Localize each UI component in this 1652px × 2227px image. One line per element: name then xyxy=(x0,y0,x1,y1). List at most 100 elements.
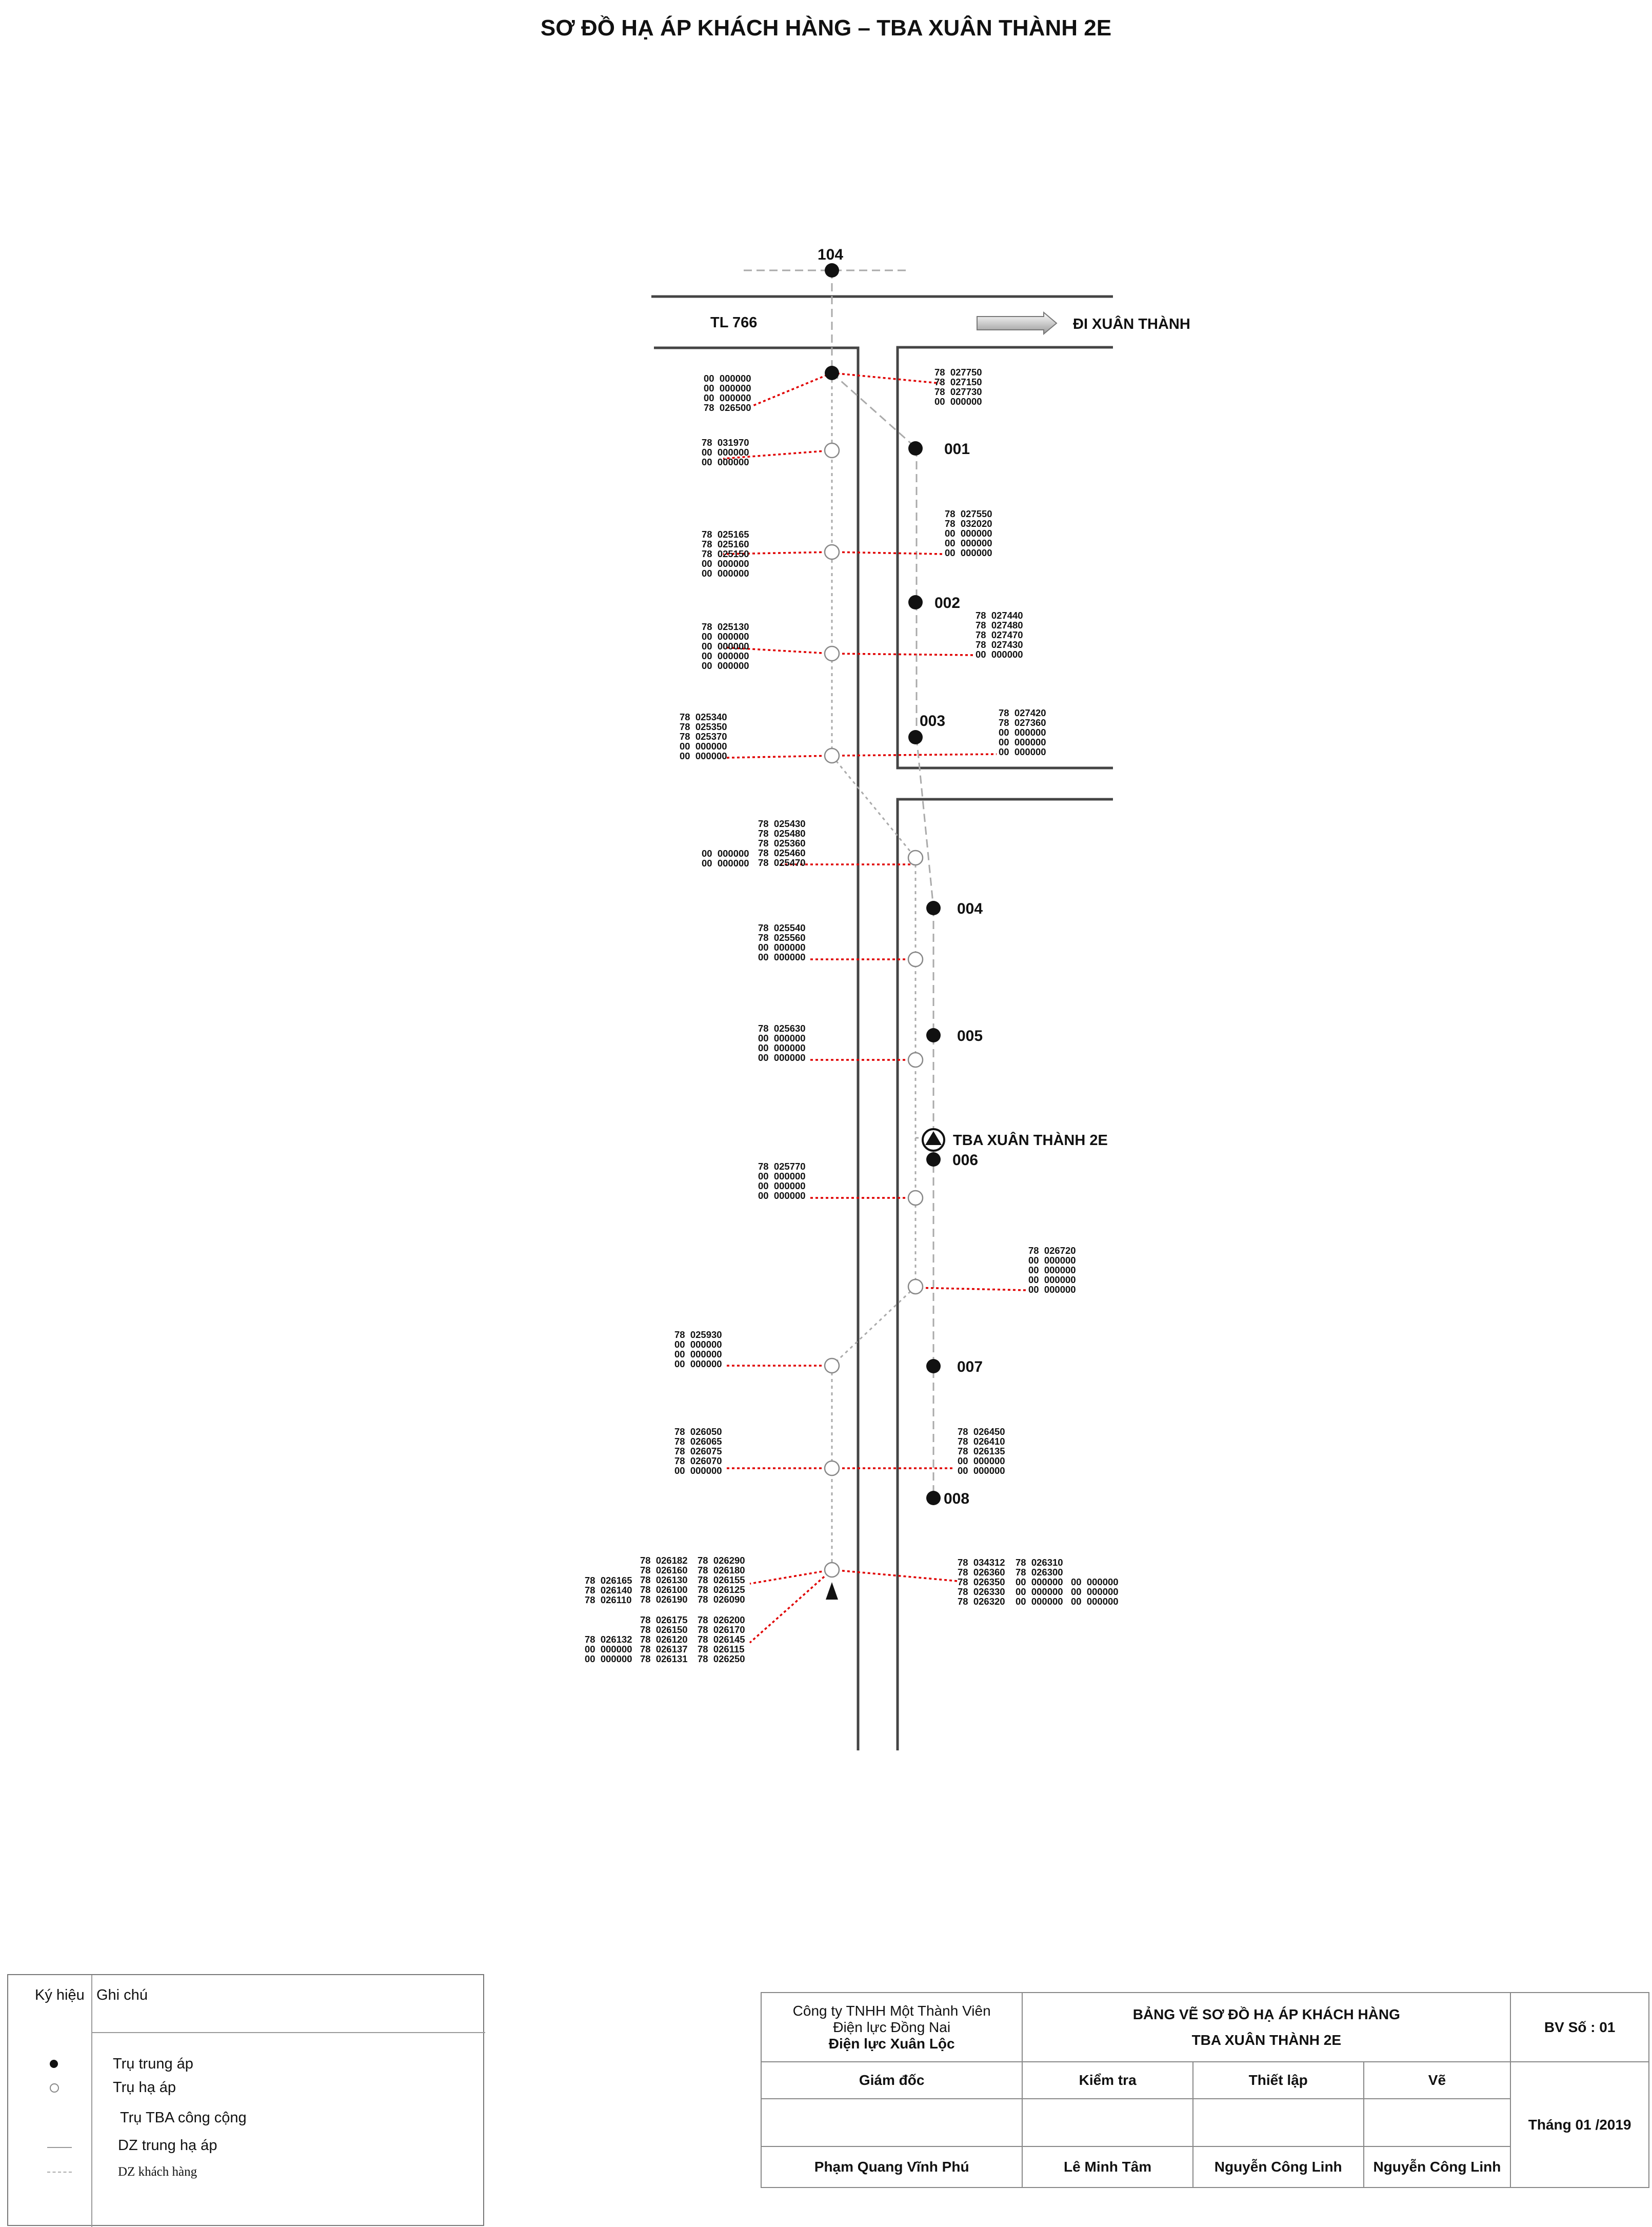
customer-code: 78 026120 xyxy=(640,1634,688,1645)
customer-code: 78 027430 xyxy=(976,639,1023,650)
legend-item-lv-pole: Trụ hạ áp xyxy=(113,2079,176,2096)
customer-code: 00 000000 xyxy=(702,660,749,671)
customer-code: 78 026090 xyxy=(698,1594,745,1605)
customer-code: 78 027550 xyxy=(945,508,992,519)
customer-code: 78 026125 xyxy=(698,1584,745,1595)
name-setup: Nguyễn Công Linh xyxy=(1192,2146,1364,2188)
road-edge-left xyxy=(654,346,860,1750)
customer-code: 78 026170 xyxy=(698,1624,745,1635)
lv-pole xyxy=(907,1278,924,1295)
pole-label-005: 005 xyxy=(957,1028,983,1044)
customer-code: 00 000000 xyxy=(1071,1586,1119,1597)
pole-label-004: 004 xyxy=(957,900,983,917)
legend: Ký hiệu Ghi chú Trụ trung áp Trụ hạ áp T… xyxy=(7,1974,485,2227)
signature-check xyxy=(1022,2098,1193,2147)
customer-code: 00 000000 xyxy=(702,447,749,458)
customer-code: 00 000000 xyxy=(999,737,1046,747)
customer-code: 78 026075 xyxy=(674,1446,722,1456)
customer-code: 00 000000 xyxy=(1028,1274,1076,1285)
customer-code: 00 000000 xyxy=(999,727,1046,738)
legend-item-customer-line: DZ khách hàng xyxy=(118,2165,197,2179)
customer-code: 00 000000 xyxy=(945,528,992,539)
customer-code: 00 000000 xyxy=(704,383,751,393)
lv-pole xyxy=(907,1190,924,1206)
lv-pole xyxy=(824,544,840,560)
customer-code: 78 026300 xyxy=(1016,1567,1063,1578)
pole-label-007: 007 xyxy=(957,1358,983,1375)
customer-code: 78 027730 xyxy=(934,386,982,397)
mv-pole xyxy=(825,366,839,380)
page-title: SƠ ĐỒ HẠ ÁP KHÁCH HÀNG – TBA XUÂN THÀNH … xyxy=(540,15,1112,41)
lv-pole xyxy=(824,645,840,662)
mv-pole xyxy=(926,1152,941,1167)
drawing-title-1: BẢNG VẼ SƠ ĐỒ HẠ ÁP KHÁCH HÀNG xyxy=(1132,2006,1400,2022)
customer-code: 78 026182 xyxy=(640,1555,688,1566)
customer-code: 00 000000 xyxy=(945,538,992,548)
customer-code: 78 025480 xyxy=(758,828,806,839)
signature-setup xyxy=(1192,2098,1364,2147)
customer-code: 00 000000 xyxy=(1071,1576,1119,1587)
mv-pole-labels: 104 001 002 003 004 005 006 007 008 xyxy=(818,246,983,1507)
lv-poles xyxy=(824,442,924,1578)
customer-code: 78 026410 xyxy=(958,1436,1005,1447)
customer-code: 78 025930 xyxy=(674,1329,722,1340)
lv-pole xyxy=(907,951,924,968)
name-draw: Nguyễn Công Linh xyxy=(1363,2146,1511,2188)
customer-code: 00 000000 xyxy=(758,1052,806,1063)
signature-director xyxy=(760,2098,1023,2147)
name-director: Phạm Quang Vĩnh Phú xyxy=(760,2146,1023,2188)
customer-code: 00 000000 xyxy=(1028,1265,1076,1275)
customer-code: 78 026131 xyxy=(640,1653,688,1664)
single-line-diagram: TL 766 ĐI XUÂN THÀNH xyxy=(585,246,1190,1750)
public-tba-pole-icon xyxy=(826,1582,838,1600)
customer-code: 78 026500 xyxy=(704,402,751,413)
customer-code: 00 000000 xyxy=(702,641,749,652)
customer-code: 78 026115 xyxy=(698,1644,745,1654)
mv-lv-line-icon xyxy=(47,2147,72,2148)
drawing-title-cell: BẢNG VẼ SƠ ĐỒ HẠ ÁP KHÁCH HÀNG TBA XUÂN … xyxy=(1022,1992,1511,2062)
customer-code: 78 026132 xyxy=(585,1634,632,1645)
customer-code: 78 026100 xyxy=(640,1584,688,1595)
customer-code: 78 026250 xyxy=(698,1653,745,1664)
customer-code: 78 026180 xyxy=(698,1565,745,1575)
customer-code: 00 000000 xyxy=(758,942,806,953)
customer-code: 00 000000 xyxy=(758,1042,806,1053)
customer-code: 78 026050 xyxy=(674,1426,722,1437)
customer-code: 00 000000 xyxy=(958,1465,1005,1476)
lv-pole xyxy=(907,850,924,866)
customer-code: 00 000000 xyxy=(674,1465,722,1476)
customer-code: 78 026720 xyxy=(1028,1245,1076,1256)
customer-code: 00 000000 xyxy=(1028,1255,1076,1266)
customer-code: 78 026160 xyxy=(640,1565,688,1575)
customer-code: 00 000000 xyxy=(1071,1596,1119,1607)
road-edge-right-lower xyxy=(896,798,1113,1750)
customer-code: 78 027480 xyxy=(976,620,1023,630)
lv-pole-icon xyxy=(50,2083,59,2093)
customer-code: 78 027470 xyxy=(976,629,1023,640)
role-draw: Vẽ xyxy=(1363,2061,1511,2099)
pole-label-002: 002 xyxy=(934,595,960,612)
customer-code: 78 025630 xyxy=(758,1023,806,1034)
company-line-1: Công ty TNHH Một Thành Viên xyxy=(792,2002,991,2019)
lv-pole xyxy=(824,442,840,459)
pole-label-008: 008 xyxy=(944,1490,969,1507)
customer-code: 78 025360 xyxy=(758,838,806,849)
customer-code: 78 026190 xyxy=(640,1594,688,1605)
mv-pole-icon xyxy=(50,2060,58,2068)
role-director: Giám đốc xyxy=(760,2061,1023,2099)
customer-code: 78 025130 xyxy=(702,621,749,632)
customer-code: 78 026290 xyxy=(698,1555,745,1566)
customer-code: 00 000000 xyxy=(976,649,1023,660)
company-cell: Công ty TNHH Một Thành Viên Điện lực Đồn… xyxy=(760,1992,1023,2062)
lv-pole xyxy=(824,1357,840,1374)
lv-pole xyxy=(907,1052,924,1068)
